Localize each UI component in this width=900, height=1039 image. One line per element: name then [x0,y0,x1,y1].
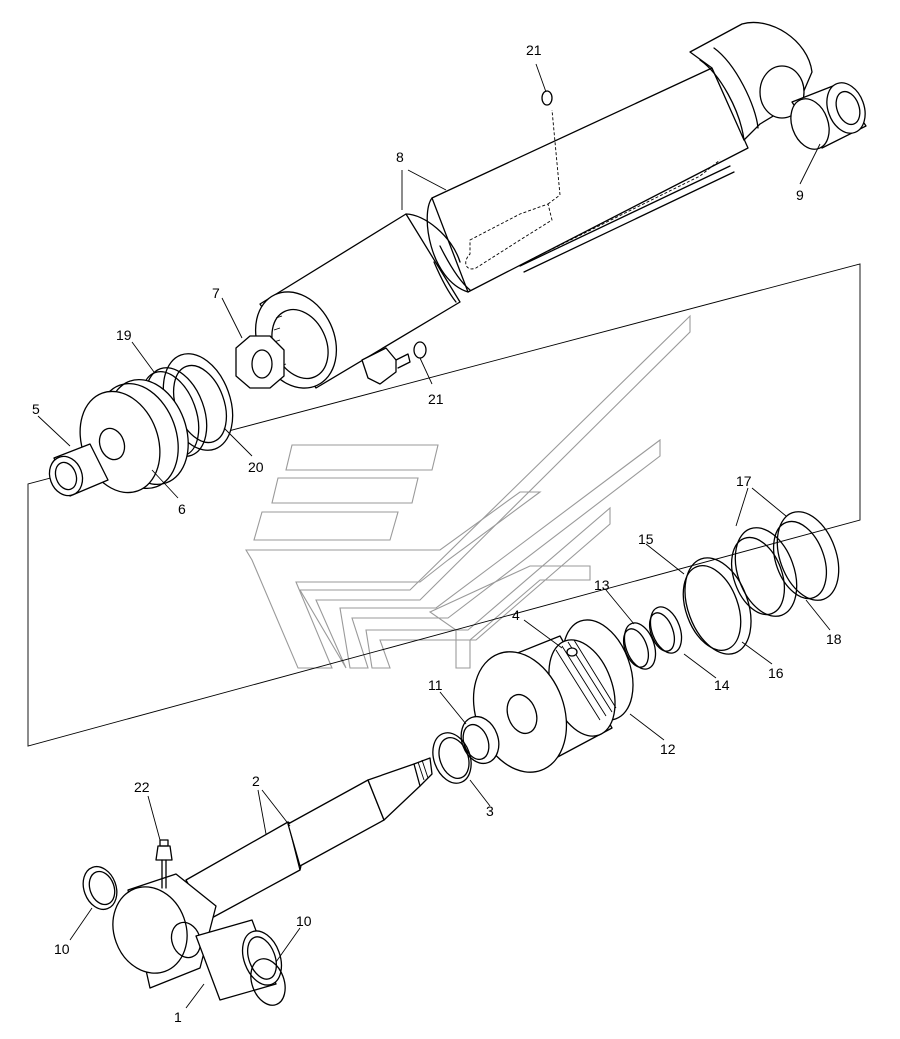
watermark-logo [245,314,691,669]
grease-nipple [155,839,173,889]
cylinder-tube [254,21,813,389]
label-12: 12 [660,741,676,757]
label-22: 22 [134,779,150,795]
ring-21-lower [413,341,427,359]
label-3: 3 [486,803,494,819]
label-4: 4 [512,607,520,623]
label-16: 16 [768,665,784,681]
label-14: 14 [714,677,730,693]
callout-labels: 21 8 9 7 19 5 21 20 6 17 15 13 4 18 16 1… [32,42,842,1025]
label-10b: 10 [296,913,312,929]
label-7: 7 [212,285,220,301]
ring-10-left [82,865,118,911]
label-9: 9 [796,187,804,203]
ring-21-upper [541,90,553,106]
ring-13-14 [622,606,683,670]
label-13: 13 [594,577,610,593]
label-8: 8 [396,149,404,165]
piston-rod [185,757,433,921]
label-2: 2 [252,773,260,789]
snap-ring-3 [432,732,472,784]
front-bushing [48,443,109,497]
label-6: 6 [178,501,186,517]
ring-10-right [250,958,286,1006]
leader-lines [37,63,831,1009]
label-18: 18 [826,631,842,647]
label-21b: 21 [428,391,444,407]
label-10a: 10 [54,941,70,957]
label-20: 20 [248,459,264,475]
label-11: 11 [428,677,443,693]
label-1: 1 [174,1009,182,1025]
seal-17-18 [730,511,840,617]
label-15: 15 [638,531,654,547]
label-19: 19 [116,327,132,343]
label-17: 17 [736,473,752,489]
rod-eye [112,873,283,1001]
rear-bushing [790,82,867,150]
ring-15-16 [682,557,752,655]
label-5: 5 [32,401,40,417]
label-21a: 21 [526,42,542,58]
assembly-frame [27,263,861,747]
hex-nut [235,335,285,389]
